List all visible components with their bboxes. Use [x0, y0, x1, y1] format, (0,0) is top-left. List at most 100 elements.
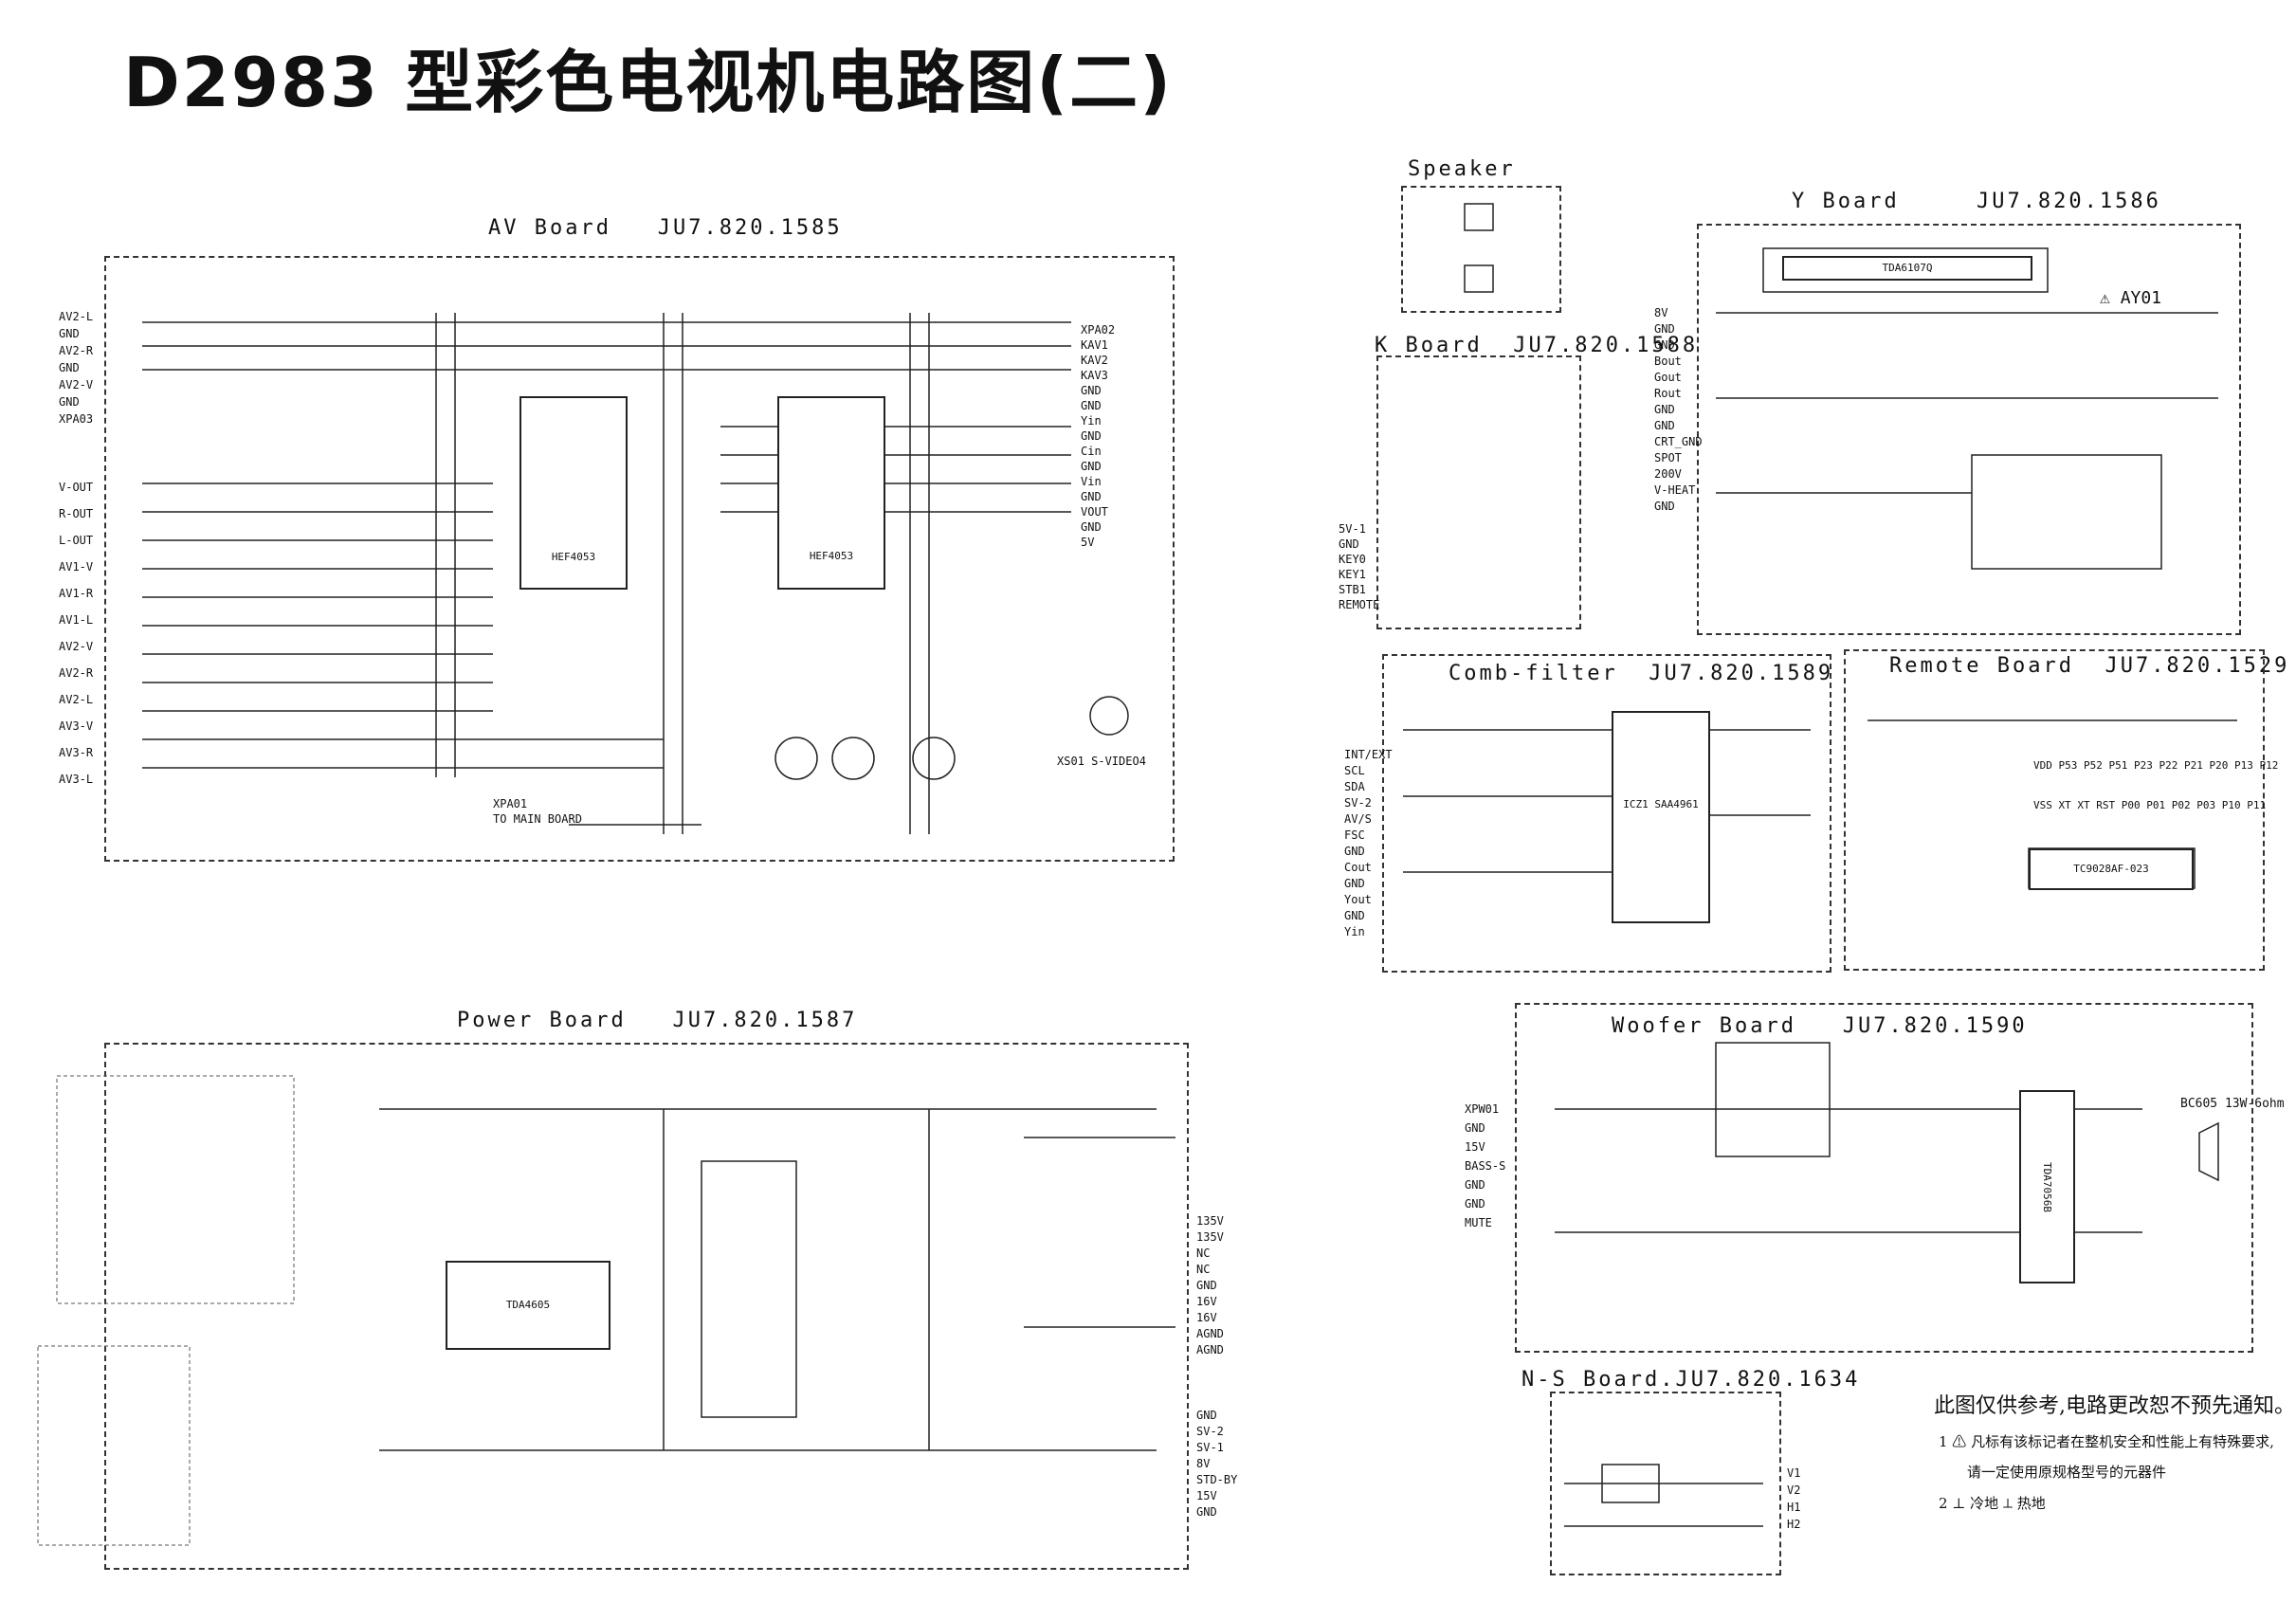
comb-board	[1382, 654, 1831, 973]
y-board-code: JU7.820.1586	[1976, 190, 2161, 213]
power-pin: 135V	[1196, 1214, 1224, 1228]
av-pin: AV2-L	[59, 310, 94, 323]
remote-pin: P13	[2234, 759, 2253, 772]
remote-pin: RST	[2096, 799, 2116, 811]
power-pin: 16V	[1196, 1295, 1217, 1308]
av-pin: L-OUT	[59, 534, 94, 547]
y-pin: GND	[1654, 500, 1675, 513]
av-board	[104, 256, 1175, 862]
power-board-code: JU7.820.1587	[672, 1009, 858, 1032]
comb-pin: SV-2	[1344, 796, 1372, 810]
k-board-title: K Board JU7.820.1588	[1375, 334, 1698, 357]
ns-board-title: N-S Board.JU7.820.1634	[1522, 1368, 1861, 1392]
remote-pin: P03	[2196, 799, 2216, 811]
ns-pin: V2	[1787, 1483, 1801, 1497]
power-pin: 16V	[1196, 1311, 1217, 1324]
av-pin: Yin	[1081, 414, 1102, 428]
y-board-pins: 8V GND GND Bout Gout Rout GND GND CRT_GN…	[1654, 305, 1703, 515]
remote-pin: P51	[2108, 759, 2128, 772]
y-pin: SPOT	[1654, 451, 1682, 464]
av-pin: GND	[1081, 460, 1102, 473]
woofer-pin: MUTE	[1465, 1216, 1492, 1229]
remote-pin: XT	[2058, 799, 2071, 811]
remote-pin: XT	[2077, 799, 2090, 811]
remote-pin: P00	[2121, 799, 2141, 811]
comb-ic-label: ICZ1 SAA4961	[1623, 798, 1699, 810]
power-pin: AGND	[1196, 1327, 1224, 1340]
remote-pin: P11	[2247, 799, 2267, 811]
woofer-pin: GND	[1465, 1197, 1485, 1210]
comb-pin: GND	[1344, 845, 1365, 858]
remote-board-label: Remote Board	[1889, 654, 2074, 678]
woofer-board-label: Woofer Board	[1612, 1014, 1796, 1038]
y-pin: Gout	[1654, 371, 1682, 384]
note-line2: 1 ⚠ 凡标有该标记者在整机安全和性能上有特殊要求,	[1939, 1433, 2274, 1450]
av-pin: 5V	[1081, 536, 1095, 549]
ns-pins: V1 V2 H1 H2	[1787, 1465, 1800, 1533]
av-connector-right: XPA02 KAV1 KAV2 KAV3 GND GND Yin GND Cin…	[1081, 322, 1115, 550]
woofer-board-code: JU7.820.1590	[1842, 1014, 2028, 1038]
comb-pin: Cout	[1344, 861, 1372, 874]
y-warning-code: AY01	[2120, 288, 2162, 308]
speaker-title: Speaker	[1408, 157, 1516, 181]
av-pin: GND	[1081, 429, 1102, 443]
power-pin: SV-2	[1196, 1425, 1224, 1438]
remote-pin: P01	[2146, 799, 2166, 811]
av-pin: Vin	[1081, 475, 1102, 488]
page-title: D2983 型彩色电视机电路图(二)	[123, 43, 1174, 122]
ns-pin: H2	[1787, 1518, 1801, 1531]
av-board-title: AV Board JU7.820.1585	[488, 216, 843, 240]
comb-pin: AV/S	[1344, 812, 1372, 826]
comb-board-label: Comb-filter	[1449, 662, 1618, 685]
power-pin: GND	[1196, 1505, 1217, 1519]
av-ic-left-label: HEF4053	[551, 551, 596, 563]
k-board-label: K Board	[1375, 334, 1483, 357]
comb-pin: FSC	[1344, 828, 1365, 842]
woofer-speaker-label: BC605 13W-6ohm	[2180, 1097, 2285, 1111]
y-ic: TDA6107Q	[1782, 256, 2032, 281]
av-connector-top: AV2-L GND AV2-R GND AV2-V GND XPA03	[59, 308, 93, 428]
remote-pin: P20	[2209, 759, 2229, 772]
woofer-board	[1515, 1003, 2253, 1353]
note-line4: 2 ⊥ 冷地 ⟂ 热地	[1939, 1495, 2046, 1512]
comb-pin: SCL	[1344, 764, 1365, 777]
woofer-pins: XPW01 GND 15V BASS-S GND GND MUTE	[1465, 1100, 1505, 1232]
ns-board-code: JU7.820.1634	[1675, 1368, 1861, 1392]
av-connector-name: XPA03	[59, 412, 94, 426]
remote-pin: P53	[2058, 759, 2078, 772]
power-pin: GND	[1196, 1409, 1217, 1422]
k-pin: KEY1	[1339, 568, 1366, 581]
y-pin: Bout	[1654, 355, 1682, 368]
remote-board-title: Remote Board JU7.820.1529	[1889, 654, 2289, 678]
av-pin: AV1-V	[59, 560, 94, 573]
comb-pin: Yout	[1344, 893, 1372, 906]
av-pin: GND	[1081, 399, 1102, 412]
s-video-label: XS01 S-VIDEO4	[1057, 755, 1146, 768]
woofer-board-title: Woofer Board JU7.820.1590	[1612, 1014, 2028, 1038]
remote-ic: TC9028AF-023	[2029, 848, 2194, 890]
av-board-label: AV Board	[488, 216, 611, 240]
power-pin: GND	[1196, 1279, 1217, 1292]
ns-board-label: N-S Board	[1522, 1368, 1661, 1392]
av-pin: AV1-R	[59, 587, 94, 600]
av-board-code: JU7.820.1585	[657, 216, 843, 240]
av-pin: AV2-L	[59, 693, 94, 706]
power-board-title: Power Board JU7.820.1587	[457, 1009, 857, 1032]
power-pin: NC	[1196, 1247, 1211, 1260]
y-pin: GND	[1654, 322, 1675, 336]
k-board-code: JU7.820.1588	[1513, 334, 1699, 357]
av-pin: AV1-L	[59, 613, 94, 627]
av-pin: GND	[59, 395, 80, 409]
power-pins: 135V 135V NC NC GND 16V 16V AGND AGND	[1196, 1213, 1224, 1358]
comb-pin: GND	[1344, 909, 1365, 922]
remote-pin: P52	[2084, 759, 2103, 772]
woofer-pin: 15V	[1465, 1140, 1485, 1154]
woofer-pin: GND	[1465, 1121, 1485, 1135]
remote-pin: P21	[2184, 759, 2203, 772]
av-pin: VOUT	[1081, 505, 1108, 519]
av-pin: V-OUT	[59, 481, 94, 494]
av-pin: AV2-V	[59, 640, 94, 653]
av-pin: AV2-V	[59, 378, 94, 391]
av-xpa01: XPA01 TO MAIN BOARD	[493, 796, 582, 827]
